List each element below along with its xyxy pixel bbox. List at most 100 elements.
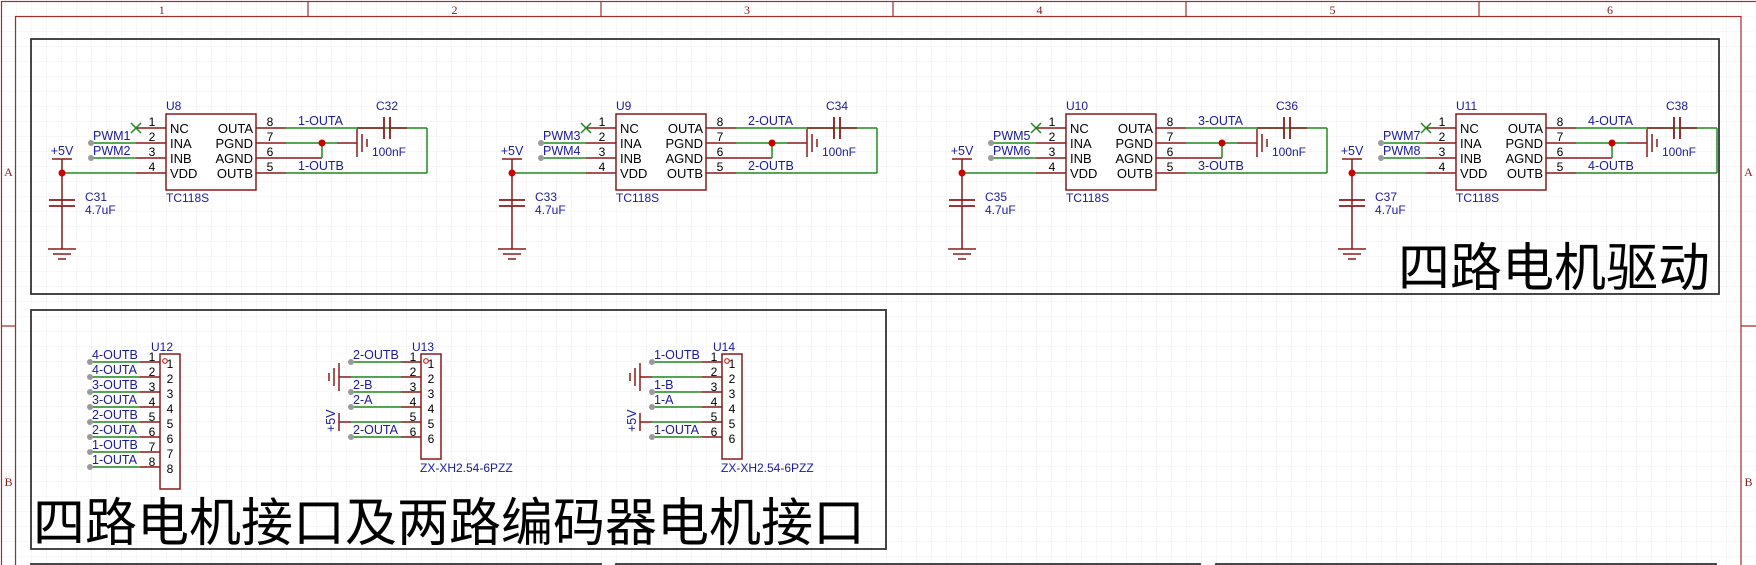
net-label: 3-OUTA (92, 393, 138, 407)
pin-name: VDD (1460, 166, 1487, 181)
inner-border (14, 15, 1742, 565)
net-label: 1-OUTB (654, 348, 700, 362)
pin-number: 1 (149, 350, 156, 364)
pin-name: INA (1070, 136, 1092, 151)
connector-part-number: ZX-XH2.54-6PZZ (721, 461, 814, 475)
net-label: 2-OUTA (353, 423, 399, 437)
pin-number-inner: 2 (167, 372, 174, 386)
pin-name: OUTB (217, 166, 253, 181)
net-port-icon (87, 404, 93, 410)
pin-number: 8 (1167, 115, 1174, 129)
ground-icon (498, 248, 526, 260)
power-label: +5V (951, 144, 974, 158)
pin-name: OUTB (667, 166, 703, 181)
power-label: +5V (51, 144, 74, 158)
net-label: 2-OUTB (92, 408, 138, 422)
net-label: 4-OUTB (92, 348, 138, 362)
net-label: PWM5 (993, 129, 1031, 143)
pin-name: INB (170, 151, 192, 166)
row-label: A (4, 165, 13, 179)
power-label: +5V (1341, 144, 1364, 158)
ic-designator: U9 (616, 99, 632, 113)
pin-name: VDD (170, 166, 197, 181)
net-port-icon (87, 389, 93, 395)
pin-number: 2 (711, 365, 718, 379)
net-label: PWM4 (543, 144, 581, 158)
pin-number: 1 (149, 115, 156, 129)
net-port-icon (88, 140, 94, 146)
net-port-icon (538, 140, 544, 146)
pin-number: 2 (1049, 130, 1056, 144)
capacitor-value: 4.7uF (985, 203, 1016, 217)
pin-number: 5 (711, 410, 718, 424)
pin-name: AGND (1115, 151, 1153, 166)
net-port-icon (87, 464, 93, 470)
ic-part-number: TC118S (1066, 191, 1109, 205)
net-port-icon (649, 434, 655, 440)
pin-number: 4 (149, 395, 156, 409)
net-label: 3-OUTA (1198, 114, 1244, 128)
pin-number-inner: 4 (167, 402, 174, 416)
pin-number-inner: 1 (428, 357, 435, 371)
junction-dot (58, 169, 66, 177)
driver-section-title: 四路电机驱动 (1398, 239, 1710, 299)
junction-dot (1348, 169, 1356, 177)
connector-section-title: 四路电机接口及两路编码器电机接口 (33, 494, 865, 554)
section-box (30, 563, 602, 565)
capacitor-value: 100nF (1272, 145, 1306, 159)
section-box (1215, 563, 1717, 565)
pin-number-inner: 6 (167, 432, 174, 446)
row-label: B (1744, 475, 1752, 489)
pin-number-inner: 7 (167, 447, 174, 461)
pin-number: 3 (599, 145, 606, 159)
ic-body (165, 113, 257, 191)
pin-name: INA (620, 136, 642, 151)
pin-number: 1 (1049, 115, 1056, 129)
net-port-icon (348, 434, 354, 440)
connector-designator: U13 (412, 340, 434, 354)
net-label: 1-B (654, 378, 673, 392)
net-label: 2-OUTB (748, 159, 794, 173)
net-label: 2-OUTA (748, 114, 794, 128)
net-label: 2-B (353, 378, 372, 392)
pin-name: NC (1460, 121, 1479, 136)
no-connect-icon (580, 122, 592, 134)
pin-number: 6 (267, 145, 274, 159)
row-label: A (1744, 165, 1753, 179)
net-label: 4-OUTB (1588, 159, 1634, 173)
pin-number: 8 (717, 115, 724, 129)
pin-number-inner: 5 (428, 417, 435, 431)
pin-number: 4 (149, 160, 156, 174)
pin-name: OUTA (218, 121, 253, 136)
pin-number-inner: 2 (729, 372, 736, 386)
pin-number-inner: 3 (729, 387, 736, 401)
ic-part-number: TC118S (616, 191, 659, 205)
pin-number: 5 (1557, 160, 1564, 174)
pin-number: 6 (1557, 145, 1564, 159)
pin-number: 2 (599, 130, 606, 144)
pin-name: PGND (215, 136, 253, 151)
driver-section-box (30, 38, 1720, 295)
pin1-marker-icon (724, 358, 730, 364)
net-port-icon (348, 389, 354, 395)
net-port-icon (88, 155, 94, 161)
pin-number-inner: 5 (167, 417, 174, 431)
pin-number: 4 (410, 395, 417, 409)
pin-number-inner: 1 (729, 357, 736, 371)
power-label: +5V (324, 409, 338, 432)
power-label: +5V (625, 409, 639, 432)
capacitor-value: 100nF (1662, 145, 1696, 159)
net-label: 4-OUTA (1588, 114, 1634, 128)
pin-number: 8 (1557, 115, 1564, 129)
net-label: 2-A (353, 393, 373, 407)
net-port-icon (649, 389, 655, 395)
pin-number: 3 (149, 145, 156, 159)
pin-number-inner: 5 (729, 417, 736, 431)
ground-icon (328, 363, 340, 391)
pin-number: 5 (267, 160, 274, 174)
net-label: 1-OUTA (298, 114, 344, 128)
pin-name: VDD (1070, 166, 1097, 181)
